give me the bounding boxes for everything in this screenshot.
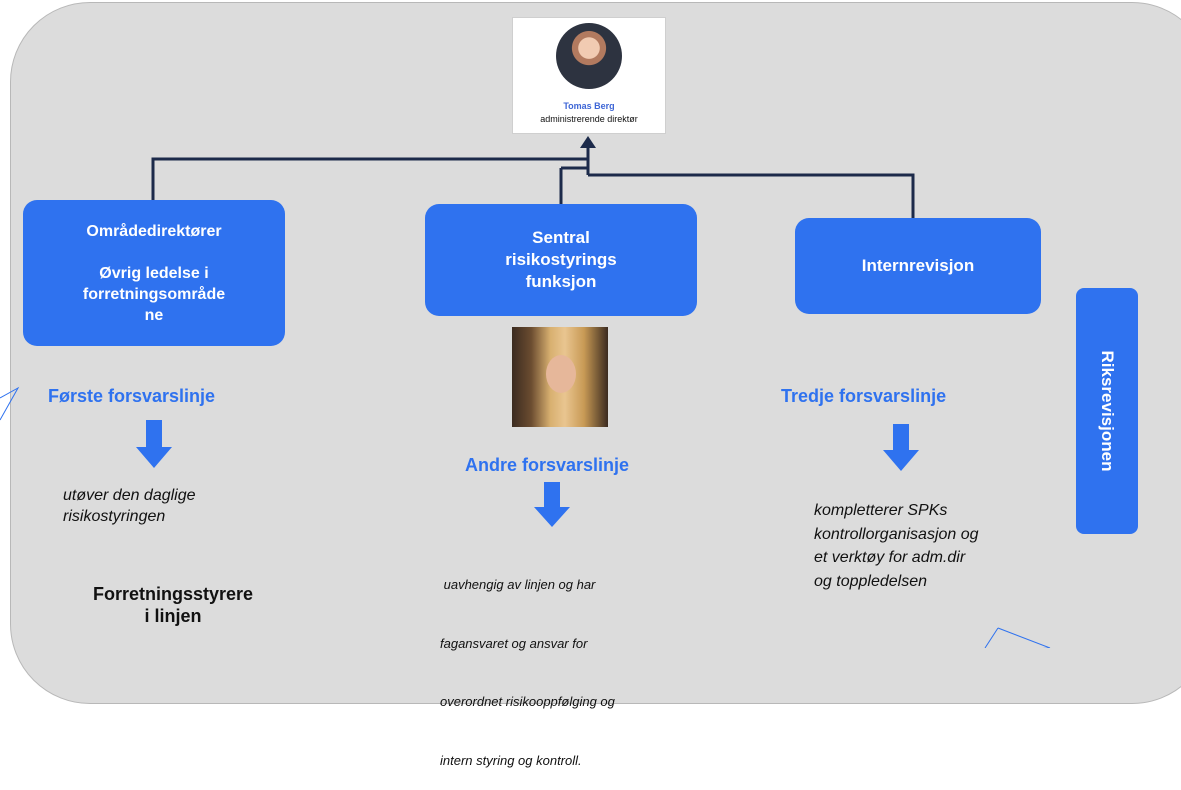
box-sentral-risikostyring: Sentral risikostyrings funksjon [425,204,697,316]
box-sentral-line3: funksjon [525,272,597,291]
box-intern-label: Internrevisjon [861,256,975,275]
heading-andre: Andre forsvarslinje [465,455,630,475]
footer-line1: Forretningsstyrere [92,584,254,604]
desc-forste-2: risikostyringen [63,508,166,525]
footer-line2: i linjen [144,606,202,626]
connector-right [588,173,915,218]
desc-forste-1: utøver den daglige [63,487,196,504]
heading-forste: Første forsvarslinje [48,386,216,406]
down-arrow-1 [136,420,172,468]
down-arrow-2 [534,482,570,527]
arrowhead-up [580,136,596,148]
box-omrade-line4: ne [144,306,164,324]
connectors [0,136,1051,648]
ceo-photo [556,23,622,89]
box-omrade-line2: Øvrig ledelse i [99,264,209,282]
callout-left [0,386,20,421]
desc-andre-2: fagansvaret og ansvar for [440,635,588,651]
connector-left [151,157,588,200]
ceo-card: Tomas Berg administrerende direktør [512,17,666,134]
box-omrade-line3: forretningsområde [82,285,226,303]
box-sentral-line2: risikostyrings [505,250,617,269]
box-sentral-line1: Sentral [532,228,590,247]
desc-andre-4: intern styring og kontroll. [440,752,582,768]
risk-officer-photo [512,327,608,427]
desc-andre-3: overordnet risikooppfølging og [440,694,615,709]
desc-tredje-2: kontrollorganisasjon og [814,525,979,543]
box-omradedirektorer: Områdedirektører Øvrig ledelse i forretn… [23,200,285,346]
desc-andre: uavhengig av linjen og har fagansvaret o… [440,536,615,790]
box-omrade-line1: Områdedirektører [86,222,222,240]
desc-forste: utøver den daglige risikostyringen [63,485,196,527]
desc-tredje-4: og toppledelsen [814,572,927,590]
ceo-name: Tomas Berg [563,101,615,111]
desc-tredje-3: et verktøy for adm.dir [814,549,966,566]
desc-andre-1: uavhengig av linjen og har [440,577,596,592]
desc-tredje: kompletterer SPKs kontrollorganisasjon o… [814,499,979,593]
ceo-role: administrerende direktør [540,114,638,124]
desc-tredje-1: kompletterer SPKs [814,502,948,519]
riks-label: Riksrevisjonen [1098,350,1117,472]
box-riksrevisjonen: Riksrevisjonen [1076,288,1138,534]
heading-tredje: Tredje forsvarslinje [781,386,947,406]
down-arrow-3 [883,424,919,471]
box-internrevisjon: Internrevisjon [795,218,1041,314]
footer-forretningsstyrere: Forretningsstyrere i linjen [60,583,286,627]
